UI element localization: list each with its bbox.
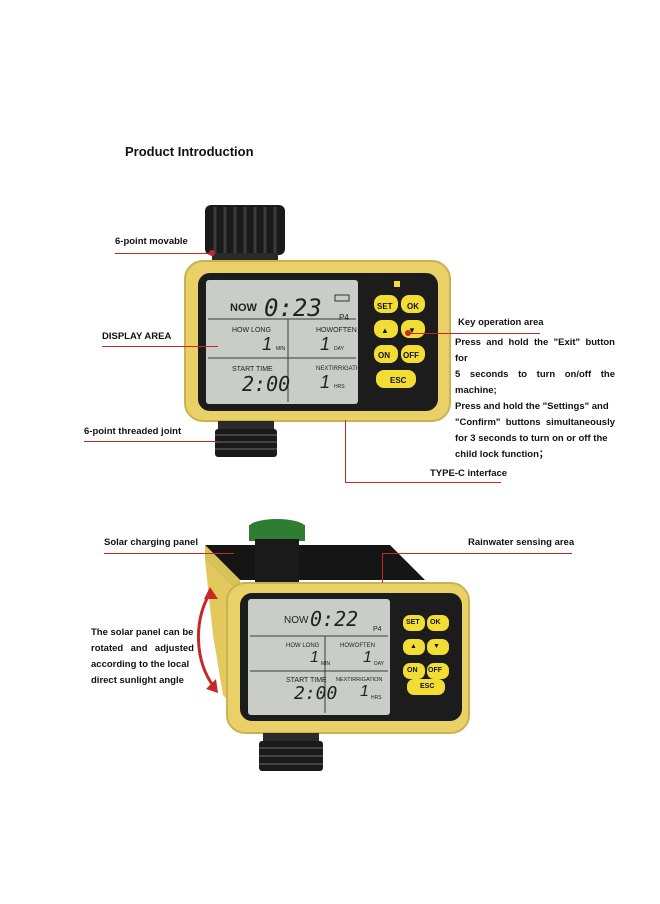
solar-description-line: The solar panel can be (91, 627, 194, 638)
leader-type-c-vertical (345, 420, 346, 482)
ok-button[interactable]: OK (407, 302, 419, 311)
ok-button[interactable]: OK (430, 619, 441, 626)
lcd-how-long-unit: MIN (321, 661, 331, 667)
label-display-area: DISPLAY AREA (102, 331, 172, 342)
key-description-line: Press and hold the "Settings" and (455, 401, 609, 412)
key-description: Press and hold the "Exit" button for 5 s… (455, 335, 615, 463)
lcd-next-irrigation-value: 1 (320, 372, 331, 392)
lcd-current-time: 0:23 (264, 294, 322, 322)
lcd-how-often-label: HOWOFTEN (340, 643, 375, 649)
key-description-line: 5 seconds to turn on/off the (455, 369, 615, 380)
label-key-area: Key operation area (458, 317, 544, 328)
leader-display-area (102, 346, 218, 347)
lcd-now-label: NOW (284, 615, 309, 626)
solar-description-line: rotated and adjusted (91, 643, 194, 654)
lcd-next-irrigation-value: 1 (360, 683, 369, 700)
leader-rain-sensing (382, 553, 572, 554)
lcd-start-time-value: 2:00 (242, 372, 291, 396)
esc-button[interactable]: ESC (420, 683, 435, 690)
lcd-how-long-label: HOW LONG (232, 327, 271, 334)
esc-button[interactable]: ESC (390, 376, 407, 385)
lcd-current-time: 0:22 (310, 607, 359, 631)
lcd-how-often-value: 1 (320, 334, 331, 354)
off-button[interactable]: OFF (428, 667, 442, 674)
up-button[interactable]: ▲ (410, 643, 417, 650)
threaded-joint (215, 421, 277, 457)
rotation-arrow-icon (196, 587, 218, 693)
lcd-how-long-label: HOW LONG (286, 643, 320, 649)
lcd-next-irrigation-unit: HRS (334, 384, 345, 390)
lcd-how-long-value: 1 (262, 334, 273, 354)
key-description-line: child lock function； (455, 449, 549, 460)
label-type-c: TYPE-C interface (430, 468, 508, 479)
solar-description-line: direct sunlight angle (91, 675, 184, 686)
lcd-program: P4 (373, 626, 382, 633)
lcd-how-often-unit: DAY (334, 346, 344, 352)
lcd-how-long-value: 1 (310, 649, 319, 666)
movable-cap (205, 205, 285, 265)
solar-description-line: according to the local (91, 659, 190, 670)
off-button[interactable]: OFF (403, 351, 419, 360)
lcd-now-label: NOW (230, 302, 257, 314)
key-description-line: "Confirm" buttons simultaneously (455, 417, 615, 428)
leader-type-c (345, 482, 501, 483)
page-title: Product Introduction (125, 144, 254, 159)
on-button[interactable]: ON (407, 667, 418, 674)
lcd-how-long-unit: MIN (276, 346, 286, 352)
leader-key-area (410, 333, 540, 334)
timer-device-front (184, 205, 451, 457)
lcd-start-time-value: 2:00 (294, 683, 338, 704)
down-button[interactable]: ▼ (408, 326, 416, 335)
lcd-next-irrigation-label: NEXTIRRIGATION (336, 677, 383, 683)
lcd-next-irrigation-unit: HRS (371, 695, 382, 701)
lcd-start-time-label: START TIME (286, 677, 327, 684)
on-button[interactable]: ON (378, 351, 390, 360)
down-button[interactable]: ▼ (433, 643, 440, 650)
leader-rain-vertical (382, 553, 383, 583)
leader-threaded-joint (84, 441, 218, 442)
lcd-screen-angled: NOW 0:22 P4 HOW LONG 1 MIN HOWOFTEN 1 DA… (248, 599, 390, 715)
set-button[interactable]: SET (406, 619, 420, 626)
lcd-how-often-value: 1 (363, 649, 372, 666)
lcd-how-often-label: HOWOFTEN (316, 327, 357, 334)
up-button[interactable]: ▲ (381, 326, 389, 335)
label-solar-panel: Solar charging panel (104, 537, 198, 548)
leader-dot (405, 330, 411, 336)
button-panel (374, 281, 425, 388)
leader-solar-panel (104, 553, 234, 554)
label-rain-sensing: Rainwater sensing area (468, 537, 575, 548)
leader-movable (115, 253, 211, 254)
label-threaded-joint: 6-point threaded joint (84, 426, 182, 437)
key-description-line: machine; (455, 385, 497, 396)
key-description-line: for 3 seconds to turn on or off the (455, 433, 608, 444)
lcd-screen: NOW 0:23 P4 HOW LONG 1 MIN HOWOFTEN 1 DA… (206, 280, 367, 404)
set-button[interactable]: SET (377, 302, 393, 311)
timer-device-angled (205, 519, 470, 771)
green-cap (249, 519, 305, 583)
lcd-program: P4 (339, 313, 349, 322)
solar-description: The solar panel can be rotated and adjus… (91, 625, 194, 689)
label-movable: 6-point movable (115, 236, 188, 247)
lcd-start-time-label: START TIME (232, 366, 273, 373)
leader-dot (209, 250, 215, 256)
lcd-how-often-unit: DAY (374, 661, 384, 667)
key-description-line: Press and hold the "Exit" button for (455, 337, 615, 364)
lcd-next-irrigation-label: NEXTIRRIGATION (316, 366, 367, 372)
